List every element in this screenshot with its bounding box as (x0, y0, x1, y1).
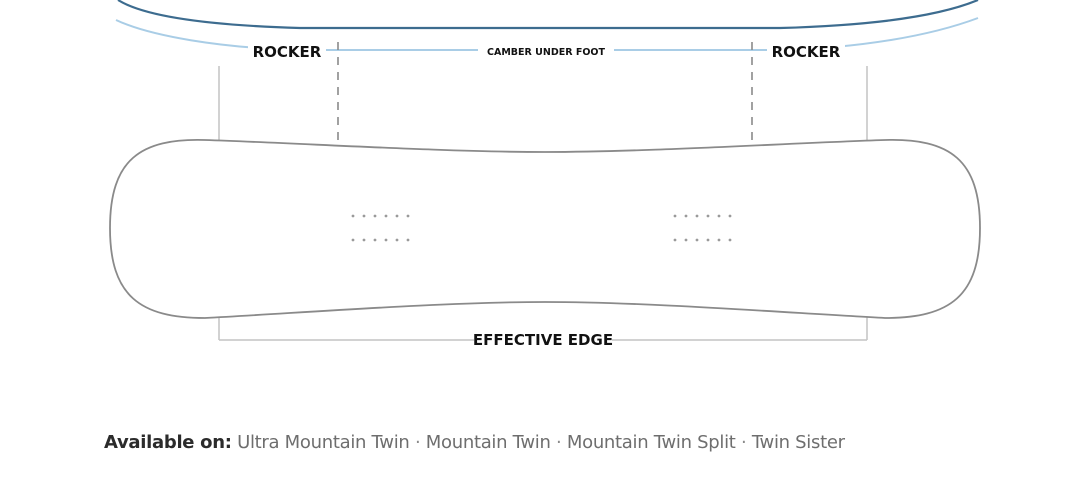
profile-curve-dark (117, 0, 979, 30)
model-name: Twin Sister (751, 432, 845, 453)
availability-prefix: Available on: (104, 432, 232, 453)
snowboard-outline (109, 139, 981, 319)
separator: · (556, 432, 562, 453)
rocker-label-right: ROCKER (772, 43, 841, 61)
binding-inserts-right (673, 214, 732, 242)
effective-edge-label: EFFECTIVE EDGE (473, 331, 613, 349)
binding-inserts-left (351, 214, 410, 242)
separator: · (740, 432, 747, 453)
camber-under-foot-label: CAMBER UNDER FOOT (487, 47, 605, 58)
model-name: Ultra Mountain Twin (237, 432, 410, 453)
availability-line: Available on: Ultra Mountain Twin · Moun… (104, 432, 845, 453)
separator: · (414, 432, 421, 453)
snowboard-profile-diagram: ROCKER CAMBER UNDER FOOT ROCKER EFFECTIV… (109, 0, 981, 349)
model-name: Mountain Twin Split (566, 432, 736, 453)
model-name: Mountain Twin (425, 432, 551, 453)
rocker-label-left: ROCKER (253, 43, 322, 61)
